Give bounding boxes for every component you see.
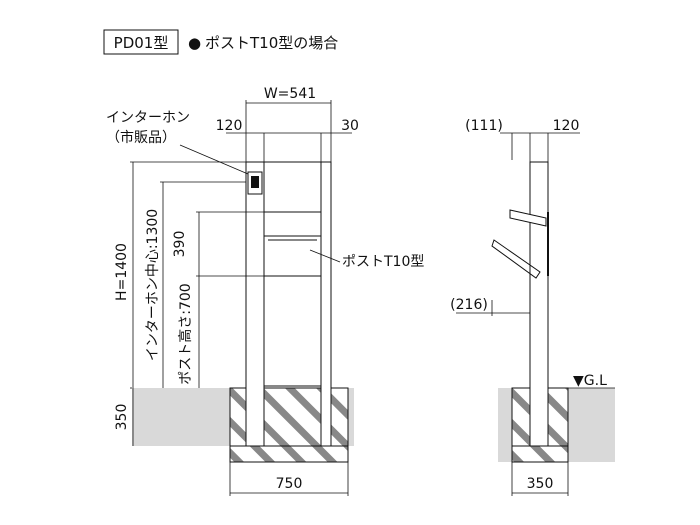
intercom-label-line2: （市販品） bbox=[106, 129, 176, 146]
post-box-height-dim: 390 bbox=[172, 231, 188, 258]
side-top-right-dim: 120 bbox=[553, 118, 580, 134]
width-dimension: W=541 bbox=[264, 86, 316, 102]
intercom-speaker-icon bbox=[251, 176, 259, 188]
model-label: PD01型 bbox=[114, 34, 169, 52]
post-flap-lower bbox=[491, 239, 541, 279]
model-label-box bbox=[103, 29, 179, 55]
height-dimension: H=1400 bbox=[114, 243, 130, 301]
pole-left bbox=[245, 161, 265, 447]
pole-right bbox=[320, 161, 332, 447]
post-height-dim: ポスト高さ:700 bbox=[177, 283, 194, 384]
side-foundation-width-dim: 350 bbox=[527, 476, 554, 492]
foundation-depth-dim: 350 bbox=[114, 404, 130, 431]
side-top-left-dim: (111) bbox=[465, 118, 503, 134]
post-label: ポストT10型 bbox=[342, 254, 424, 270]
ground-level-marker: ▼G.L bbox=[573, 373, 607, 389]
intercom-label-line1: インターホン bbox=[106, 110, 190, 126]
protrusion-dim: (216) bbox=[450, 297, 488, 313]
header-caption: ポストT10型の場合 bbox=[205, 34, 338, 52]
right-offset-dim: 30 bbox=[341, 118, 359, 134]
left-offset-dim: 120 bbox=[216, 118, 243, 134]
foundation-width-dim: 750 bbox=[276, 476, 303, 492]
intercom-center-dim: インターホン中心:1300 bbox=[145, 209, 161, 361]
pole-side bbox=[529, 161, 549, 447]
post-flap-upper bbox=[509, 209, 547, 227]
header-bullet: ● bbox=[188, 34, 201, 52]
post-box bbox=[263, 211, 322, 277]
